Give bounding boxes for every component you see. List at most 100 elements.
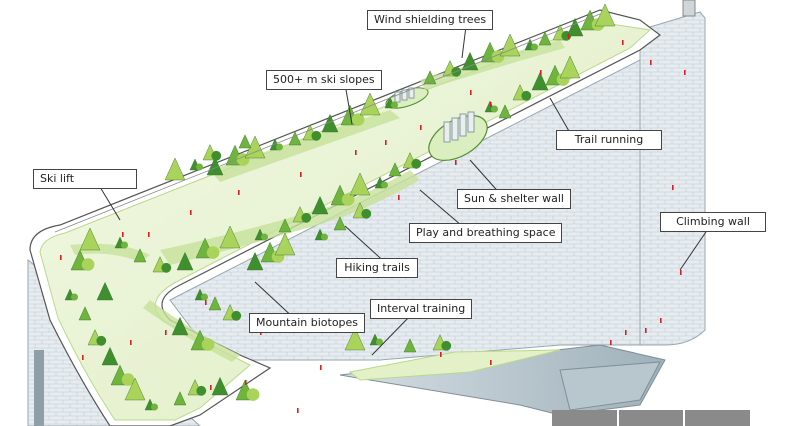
person-icon: [490, 360, 492, 365]
shrub-icon: [161, 262, 172, 273]
person-icon: [490, 102, 492, 107]
person-icon: [245, 380, 247, 385]
ski-lift-line: [54, 13, 601, 233]
person-icon: [610, 340, 612, 345]
shrub-icon: [71, 293, 78, 301]
tree-icon: [211, 376, 229, 396]
shrub-icon: [206, 246, 220, 259]
person-icon: [385, 140, 387, 145]
tree-icon: [559, 55, 581, 79]
shrub-icon: [96, 335, 107, 346]
shrub-icon: [201, 293, 208, 301]
bottom-strip-segment: [685, 410, 751, 426]
tree-icon: [566, 17, 584, 37]
shrub-icon: [531, 43, 538, 51]
person-icon: [355, 150, 357, 155]
tree-icon: [344, 327, 366, 351]
tree-icon: [208, 296, 222, 311]
shrub-icon: [196, 163, 203, 171]
tree-icon: [594, 3, 616, 27]
trees: [64, 3, 616, 411]
tree-icon: [78, 306, 92, 321]
person-icon: [684, 70, 686, 75]
bottom-strip-segment: [618, 410, 684, 426]
person-icon: [540, 70, 542, 75]
shrub-icon: [301, 212, 312, 223]
tree-icon: [499, 33, 521, 57]
tree-icon: [79, 227, 101, 251]
label-wind-shielding-trees: Wind shielding trees: [367, 10, 494, 30]
shrub-icon: [321, 233, 328, 241]
shrub-icon: [201, 338, 215, 351]
person-icon: [625, 330, 627, 335]
person-icon: [420, 125, 422, 130]
shrub-icon: [276, 143, 283, 151]
shrub-icon: [521, 90, 532, 101]
chimney: [682, 0, 696, 17]
tree-icon: [173, 391, 187, 406]
shrub-icon: [351, 113, 365, 126]
person-icon: [680, 270, 682, 275]
tree-icon: [274, 232, 296, 256]
shrub-icon: [261, 233, 268, 241]
label-hiking-trails: Hiking trails: [336, 258, 418, 278]
person-icon: [130, 340, 132, 345]
person-icon: [622, 40, 624, 45]
shrub-icon: [376, 338, 383, 346]
tree-icon: [498, 104, 512, 119]
tree-icon: [101, 346, 119, 366]
person-icon: [210, 385, 212, 390]
shrub-icon: [341, 193, 355, 206]
tree-icon: [403, 338, 417, 353]
shelter-pillars: [443, 111, 475, 143]
tree-icon: [133, 248, 147, 263]
person-icon: [190, 210, 192, 215]
shrub-icon: [121, 241, 128, 249]
person-icon: [122, 232, 124, 237]
shrub-icon: [121, 373, 135, 386]
tree-icon: [531, 71, 549, 91]
label-sun-shelter-wall: Sun & shelter wall: [457, 189, 571, 209]
bottom-strip-segment: [552, 410, 617, 426]
tree-icon: [461, 51, 479, 71]
tree-icon: [538, 31, 552, 46]
person-icon: [672, 185, 674, 190]
tower-facade: [639, 11, 706, 346]
shrub-icon: [196, 385, 207, 396]
tree-icon: [171, 316, 189, 336]
person-icon: [148, 232, 150, 237]
tree-icon: [349, 172, 371, 196]
person-icon: [568, 34, 570, 39]
shrub-icon: [246, 388, 260, 401]
person-icon: [238, 190, 240, 195]
person-icon: [645, 328, 647, 333]
label-mountain-biotopes: Mountain biotopes: [249, 313, 366, 333]
tree-icon: [388, 162, 402, 177]
shrub-icon: [491, 105, 498, 113]
shrub-icon: [151, 403, 158, 411]
shrub-icon: [311, 130, 322, 141]
shrub-icon: [361, 208, 372, 219]
tree-icon: [311, 195, 329, 215]
tree-icon: [219, 225, 241, 249]
shrub-icon: [381, 181, 388, 189]
person-icon: [300, 172, 302, 177]
tree-icon: [96, 281, 114, 301]
shrub-icon: [391, 101, 398, 109]
person-icon: [440, 352, 442, 357]
shrub-icon: [211, 150, 222, 161]
tree-icon: [288, 131, 302, 146]
tree-icon: [238, 134, 252, 149]
shrub-icon: [231, 310, 242, 321]
bottom-strip: [552, 410, 751, 426]
label-ski-slopes: 500+ m ski slopes: [266, 70, 382, 90]
person-icon: [60, 255, 62, 260]
person-icon: [205, 300, 207, 305]
person-icon: [398, 195, 400, 200]
person-icon: [455, 160, 457, 165]
person-icon: [165, 330, 167, 335]
tree-icon: [246, 251, 264, 271]
tree-icon: [164, 157, 186, 181]
lower-terrace: [348, 349, 561, 381]
